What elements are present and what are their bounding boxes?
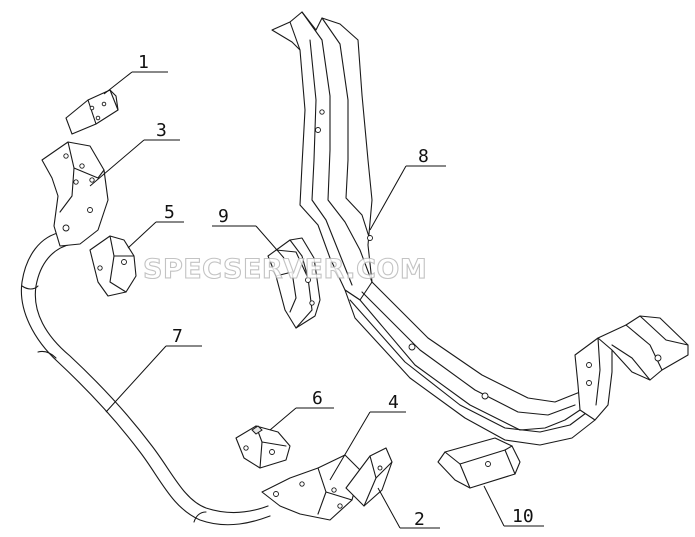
part-9-bracket (267, 237, 321, 329)
part-2-bracket (345, 447, 393, 507)
leader-10 (483, 485, 505, 527)
callout-1: 1 (138, 52, 149, 73)
leader-lines (89, 71, 544, 529)
leader-1 (103, 71, 133, 95)
leader-7 (105, 345, 167, 413)
part-4-bracket (261, 454, 361, 521)
leader-6 (269, 407, 297, 431)
leader-3 (89, 139, 145, 187)
callout-3: 3 (156, 120, 167, 141)
callout-numbers: 1 2 3 4 5 6 7 8 9 10 (138, 52, 534, 530)
watermark: SPECSERVER.COM (143, 254, 427, 285)
part-1-plate (65, 89, 119, 135)
callout-8: 8 (418, 146, 429, 167)
leader-2 (377, 487, 401, 529)
leader-8 (369, 165, 407, 231)
part-10-bracket (437, 437, 521, 489)
part-3-bracket (41, 141, 109, 247)
part-6-mount (235, 425, 291, 469)
callout-7: 7 (172, 326, 183, 347)
callout-9: 9 (218, 206, 229, 227)
callout-2: 2 (414, 509, 425, 530)
callout-4: 4 (388, 392, 399, 413)
leader-9-diag (255, 225, 285, 259)
part-7-tube (20, 231, 271, 526)
callout-6: 6 (312, 388, 323, 409)
leader-4 (329, 411, 371, 481)
part-8-crossmember (271, 11, 689, 446)
callout-5: 5 (164, 202, 175, 223)
part-5-mount (89, 235, 137, 297)
leader-5 (127, 221, 157, 249)
callout-10: 10 (512, 506, 534, 527)
